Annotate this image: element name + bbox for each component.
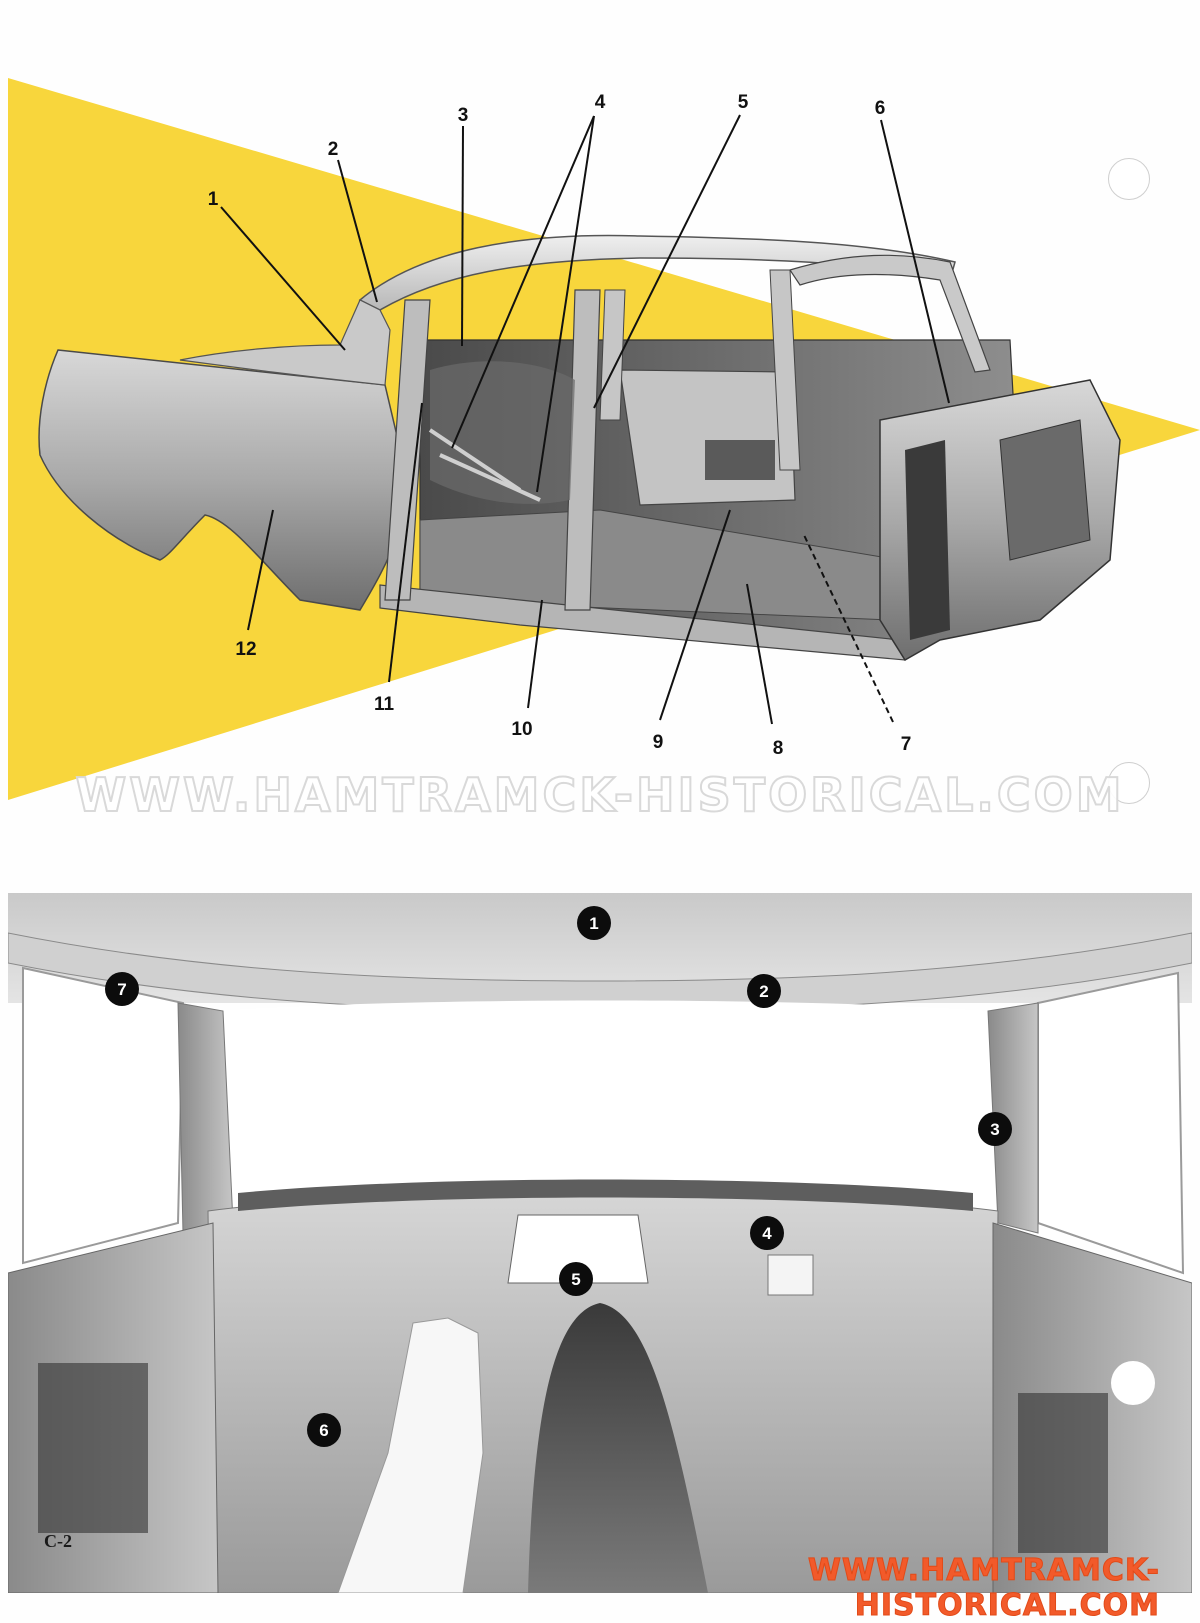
callout-8: 8 (773, 738, 784, 759)
callout-2: 2 (328, 139, 339, 160)
badge-2: 2 (759, 982, 768, 1001)
badge-4: 4 (762, 1224, 772, 1243)
badge-1: 1 (589, 914, 598, 933)
callout-9: 9 (653, 732, 664, 753)
interior-photo: 1 2 3 4 5 6 7 (8, 893, 1192, 1593)
badge-3: 3 (990, 1120, 999, 1139)
car-body-shell (38, 234, 1121, 662)
callout-10: 10 (511, 719, 532, 740)
badge-6: 6 (319, 1421, 328, 1440)
callout-3: 3 (458, 105, 469, 126)
leader-lines (220, 114, 950, 725)
watermark-bottom: WWW.HAMTRAMCK-HISTORICAL.COM (807, 1553, 1160, 1623)
callout-5: 5 (738, 92, 749, 113)
callout-11: 11 (374, 694, 395, 715)
page-number: C-2 (44, 1531, 72, 1551)
top-callouts: 1 2 3 4 5 6 7 8 9 10 11 12 (208, 92, 912, 759)
callout-6: 6 (875, 98, 886, 119)
watermark-mid: WWW.HAMTRAMCK-HISTORICAL.COM (74, 767, 1125, 823)
callout-1: 1 (208, 189, 219, 210)
badge-5: 5 (571, 1270, 580, 1289)
callout-12: 12 (235, 639, 256, 660)
badge-7: 7 (117, 980, 126, 999)
callout-4: 4 (595, 92, 606, 113)
callout-7: 7 (901, 734, 912, 755)
bottom-callouts: 1 2 3 4 5 6 7 (105, 906, 1012, 1447)
punch-hole-top (1108, 158, 1150, 200)
car-body-diagram: 1 2 3 4 5 6 7 8 9 10 11 12 (8, 78, 1200, 800)
punch-hole-bottom (1108, 762, 1150, 804)
